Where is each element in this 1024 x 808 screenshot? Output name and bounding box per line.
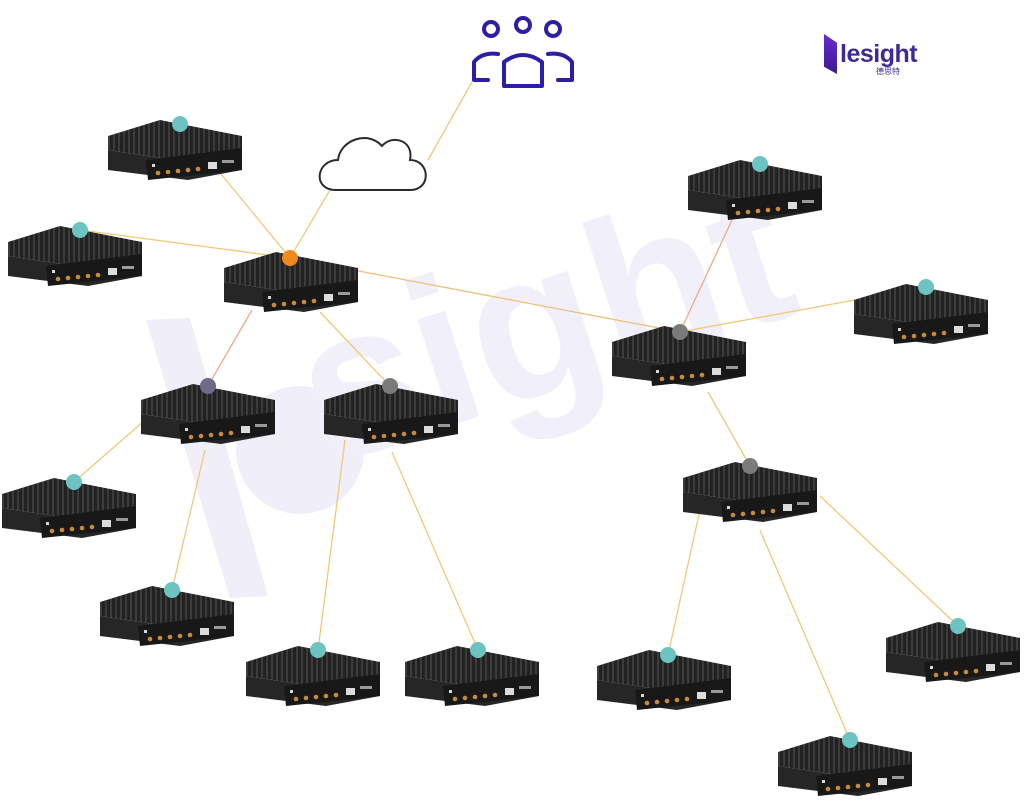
node-bottom-4: [660, 647, 676, 663]
link-grey-right-grey-low: [707, 391, 751, 467]
node-grey-low: [742, 458, 758, 474]
cloud-icon: [318, 137, 427, 191]
link-hub-purple: [207, 309, 253, 387]
node-left: [72, 222, 88, 238]
link-grey-low-node-2: [759, 529, 851, 741]
link-cloud-users: [427, 81, 473, 161]
node-dots: [66, 116, 966, 748]
link-purple-node-down: [171, 449, 206, 591]
node-grey-right: [672, 324, 688, 340]
node-top-left: [172, 116, 188, 132]
node-bottom-5: [950, 618, 966, 634]
node-bottom-6: [842, 732, 858, 748]
logo-mark-icon: [824, 34, 837, 74]
node-grey-mid: [382, 378, 398, 394]
logo-text: lesight: [840, 40, 918, 68]
node-bottom-2: [310, 642, 326, 658]
users-group-icon: [472, 16, 574, 88]
node-right: [918, 279, 934, 295]
link-hub-node-l: [79, 229, 291, 259]
node-low-left: [66, 474, 82, 490]
link-grey-mid-node-2: [391, 451, 479, 651]
link-grey-low-node-1: [667, 509, 701, 656]
node-top-right: [752, 156, 768, 172]
link-purple-node-left: [73, 419, 146, 483]
brand-logo: lesight 德思特: [824, 34, 918, 78]
logo-subtext: 德思特: [876, 67, 900, 76]
node-purple: [200, 378, 216, 394]
node-hub: [282, 250, 298, 266]
link-hub-cloud: [289, 189, 331, 259]
link-grey-low-node-3: [819, 495, 959, 627]
link-hub-grey-mid: [319, 311, 391, 387]
node-bottom-3: [470, 642, 486, 658]
node-bottom-1: [164, 582, 180, 598]
link-grey-mid-node-1: [317, 439, 346, 651]
